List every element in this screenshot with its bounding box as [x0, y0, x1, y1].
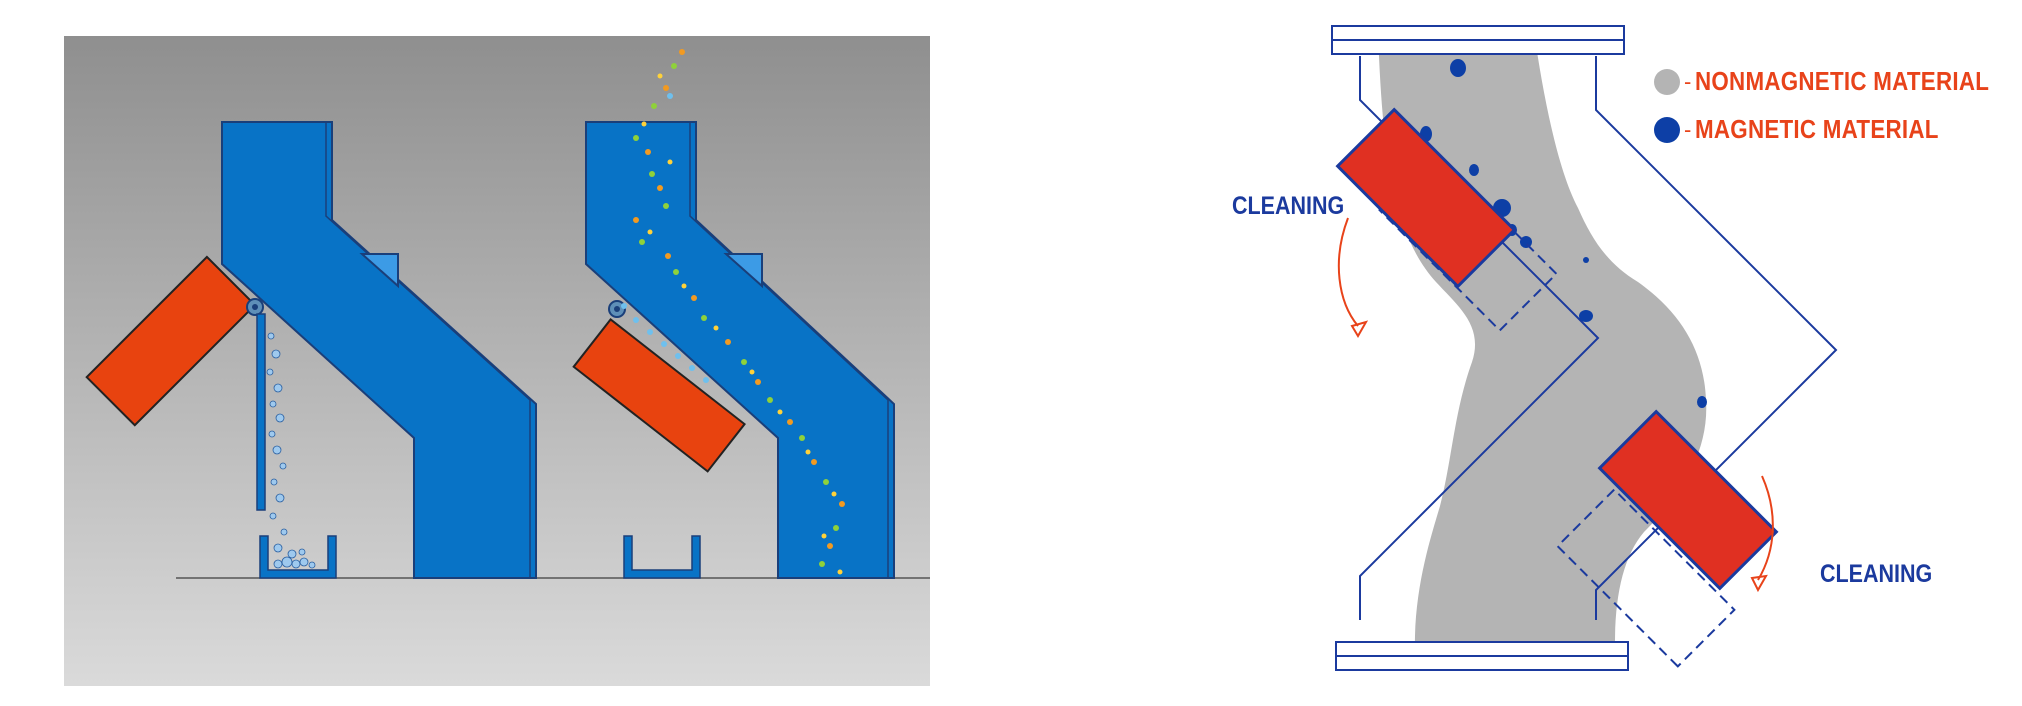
deflector-plate [359, 253, 399, 289]
legend-separator: - [1684, 68, 1692, 94]
magnet-plate [572, 318, 746, 473]
legend-swatch-magnetic [1654, 116, 1680, 143]
separator-operation-illustration [64, 36, 930, 686]
cleaning-arrow-lower [1757, 475, 1774, 581]
cross-section-svg [1331, 25, 1838, 671]
mixed-material-stream [621, 49, 845, 575]
magnet-plate [85, 255, 257, 427]
separator-housing [1359, 56, 1838, 620]
legend-item-magnetic: - MAGNETIC MATERIAL [1654, 114, 1979, 145]
collection-bin [259, 535, 337, 579]
collection-bin [623, 535, 701, 579]
top-flange [1331, 25, 1625, 55]
chute-body [221, 121, 537, 579]
magnet-cleaning-position [1556, 488, 1736, 668]
upper-magnet [1335, 107, 1558, 338]
bottom-flange [1335, 641, 1629, 671]
legend-item-nonmagnetic: - NONMAGNETIC MATERIAL [1654, 66, 2022, 97]
separator-unit-operating [572, 49, 895, 579]
legend-label-magnetic: MAGNETIC MATERIAL [1695, 114, 1940, 144]
flap-plate [256, 313, 266, 511]
magnet-block [1335, 107, 1517, 289]
legend-label-nonmagnetic: NONMAGNETIC MATERIAL [1695, 66, 1990, 96]
deflector-plate [723, 253, 763, 289]
falling-magnetic-particles [266, 332, 316, 569]
cleaning-arrow-upper [1337, 217, 1359, 327]
separator-unit-cleaning [85, 121, 537, 579]
lower-magnet [1556, 409, 1779, 668]
cleaning-label-upper: CLEANING [1232, 192, 1345, 220]
legend-separator: - [1684, 116, 1692, 142]
magnet-block [1597, 409, 1779, 591]
legend-swatch-nonmagnetic [1654, 68, 1680, 95]
separator-operation-svg [64, 36, 930, 686]
chute-body [585, 121, 895, 579]
cleaning-label-lower: CLEANING [1820, 560, 1933, 588]
magnetic-separator-cross-section: - NONMAGNETIC MATERIAL - MAGNETIC MATERI… [1232, 20, 2010, 690]
